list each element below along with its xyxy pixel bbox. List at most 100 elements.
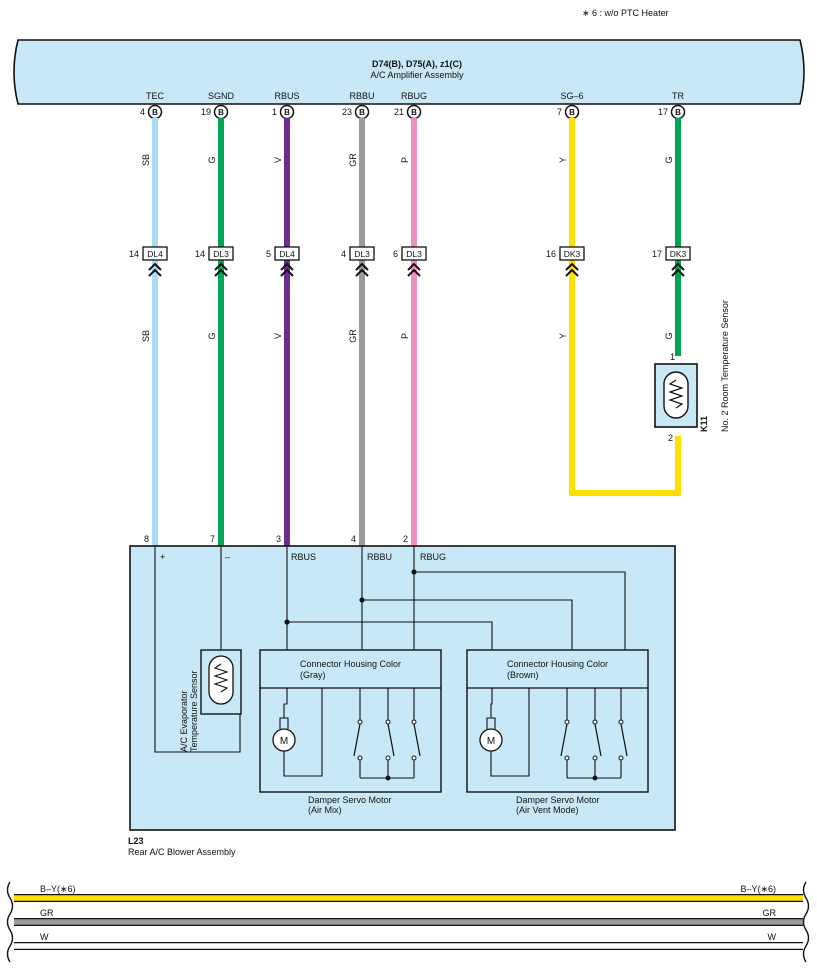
blower-code: L23 xyxy=(128,836,144,846)
terminal-name-sgnd: SGND xyxy=(208,91,235,101)
right-housing-line2: (Brown) xyxy=(507,670,539,680)
chevron-up-rbbu xyxy=(355,262,369,271)
evaporator-temperature-sensor: A/C Evaporator Temperature Sensor xyxy=(179,649,242,752)
terminal-letter-rbug: B xyxy=(411,108,417,117)
motor-lead-2 xyxy=(283,688,323,777)
chevron-up2-rbug xyxy=(407,268,421,277)
evap-sensor-label: A/C Evaporator Temperature Sensor xyxy=(179,670,199,752)
junction-conn-rbug: DL3 xyxy=(406,249,422,259)
switch-contact xyxy=(564,719,570,725)
terminal-pin-sgnd: 19 xyxy=(201,107,211,117)
right-motor-line2: (Air Vent Mode) xyxy=(516,805,579,815)
footnote: ∗ 6 : w/o PTC Heater xyxy=(582,8,669,18)
wire-color-rbbu-1: GR xyxy=(348,329,358,343)
left-motor-line2: (Air Mix) xyxy=(308,805,342,815)
blower-label-rbug: RBUG xyxy=(420,552,446,562)
blower-pin-tec: 8 xyxy=(144,534,149,544)
chevron-up2-rbus xyxy=(280,268,294,277)
damper-servo-motor-air-mix: Connector Housing Color (Gray) xyxy=(259,649,442,793)
wire-color-rbbu-0: GR xyxy=(348,153,358,167)
switch-contact xyxy=(385,755,391,761)
wire-harness: SBSBDL4148GGDL3147VVDL453GRGRDL344PPDL36… xyxy=(129,118,691,546)
switch-contact xyxy=(411,719,417,725)
terminal-letter-tec: B xyxy=(152,108,158,117)
chevron-up-rbug xyxy=(407,262,421,271)
junction-pin-rbug: 6 xyxy=(393,249,398,259)
terminal-name-tec: TEC xyxy=(146,91,165,101)
switch-blade xyxy=(387,723,395,757)
switch-contact xyxy=(618,719,624,725)
bundle-label-left-w: W xyxy=(40,932,49,942)
bundle-label-right-gr: GR xyxy=(763,908,777,918)
bundle-label-left-by6: B–Y(∗6) xyxy=(40,884,76,894)
blower-pin-rbug: 2 xyxy=(403,534,408,544)
amplifier-assembly-body xyxy=(13,39,805,105)
wire-color-tr-1: G xyxy=(664,332,674,339)
terminal-name-rbus: RBUS xyxy=(274,91,299,101)
chevron-up2-tr xyxy=(671,268,685,277)
terminal-name-rbbu: RBBU xyxy=(349,91,374,101)
motor-symbol: M xyxy=(280,736,288,747)
blower-name: Rear A/C Blower Assembly xyxy=(128,847,236,857)
terminal-name-rbug: RBUG xyxy=(401,91,427,101)
terminal-pin-tec: 4 xyxy=(140,107,145,117)
chevron-up2-sgnd xyxy=(214,268,228,277)
motor-lead-1 xyxy=(490,688,493,718)
terminal-letter-sgnd: B xyxy=(218,108,224,117)
amplifier-name: A/C Amplifier Assembly xyxy=(370,70,464,80)
wire-y-to-room-sensor xyxy=(569,288,681,496)
junction-box-rbug xyxy=(401,246,427,261)
junction-box-sg6 xyxy=(559,246,585,261)
wire-color-rbus-0: V xyxy=(273,157,283,163)
switch-blade xyxy=(353,723,361,757)
chevron-up-tr xyxy=(671,262,685,271)
right-motor-line1: Damper Servo Motor xyxy=(516,795,600,805)
switch-common-dot xyxy=(592,775,598,781)
wire-color-tec-1: SB xyxy=(141,330,151,342)
wire-color-sg6-1: Y xyxy=(558,333,568,339)
switch-blade xyxy=(620,723,628,757)
chevron-up-tec xyxy=(148,262,162,271)
bundle-label-right-by6: B–Y(∗6) xyxy=(740,884,776,894)
junction-conn-sgnd: DL3 xyxy=(213,249,229,259)
terminal-letter-tr: B xyxy=(675,108,681,117)
junction-pin-tec: 14 xyxy=(129,249,139,259)
junction-pin-rbbu: 4 xyxy=(341,249,346,259)
room-temperature-sensor: 1 2 K11 No. 2 Room Temperature Sensor xyxy=(654,300,730,443)
switch-common-dot xyxy=(385,775,391,781)
terminal-pin-tr: 17 xyxy=(658,107,668,117)
junction-conn-rbbu: DL3 xyxy=(354,249,370,259)
blower-label-rbus: RBUS xyxy=(291,552,316,562)
wire-color-tr-0: G xyxy=(664,156,674,163)
bundle-label-left-gr: GR xyxy=(40,908,54,918)
room-sensor-name: No. 2 Room Temperature Sensor xyxy=(720,300,730,432)
blower-minus: – xyxy=(225,552,230,562)
terminal-letter-sg6: B xyxy=(569,108,575,117)
switch-blade xyxy=(560,723,568,757)
terminal-pin-sg6: 7 xyxy=(557,107,562,117)
wire-color-tec-0: SB xyxy=(141,154,151,166)
motor-lead-2 xyxy=(490,688,530,777)
chevron-up-sgnd xyxy=(214,262,228,271)
chevron-up2-sg6 xyxy=(565,268,579,277)
left-housing-line2: (Gray) xyxy=(300,670,326,680)
damper-servo-motor-air-vent: Connector Housing Color (Brown) xyxy=(466,649,649,793)
terminal-letter-rbus: B xyxy=(284,108,290,117)
terminal-pin-rbus: 1 xyxy=(272,107,277,117)
terminal-pin-rbug: 21 xyxy=(394,107,404,117)
wire-color-rbus-1: V xyxy=(273,333,283,339)
switch-contact xyxy=(385,719,391,725)
blower-label-rbbu: RBBU xyxy=(367,552,392,562)
wire-color-rbug-0: P xyxy=(400,157,410,163)
motor-lead-1 xyxy=(283,688,288,718)
switch-contact xyxy=(618,755,624,761)
switch-contact xyxy=(564,755,570,761)
wire-color-sgnd-0: G xyxy=(207,156,217,163)
blower-pin-rbus: 3 xyxy=(276,534,281,544)
chevron-up2-rbbu xyxy=(355,268,369,277)
wire-color-rbug-1: P xyxy=(400,333,410,339)
left-housing-line1: Connector Housing Color xyxy=(300,659,401,669)
junction-box-sgnd xyxy=(208,246,234,261)
